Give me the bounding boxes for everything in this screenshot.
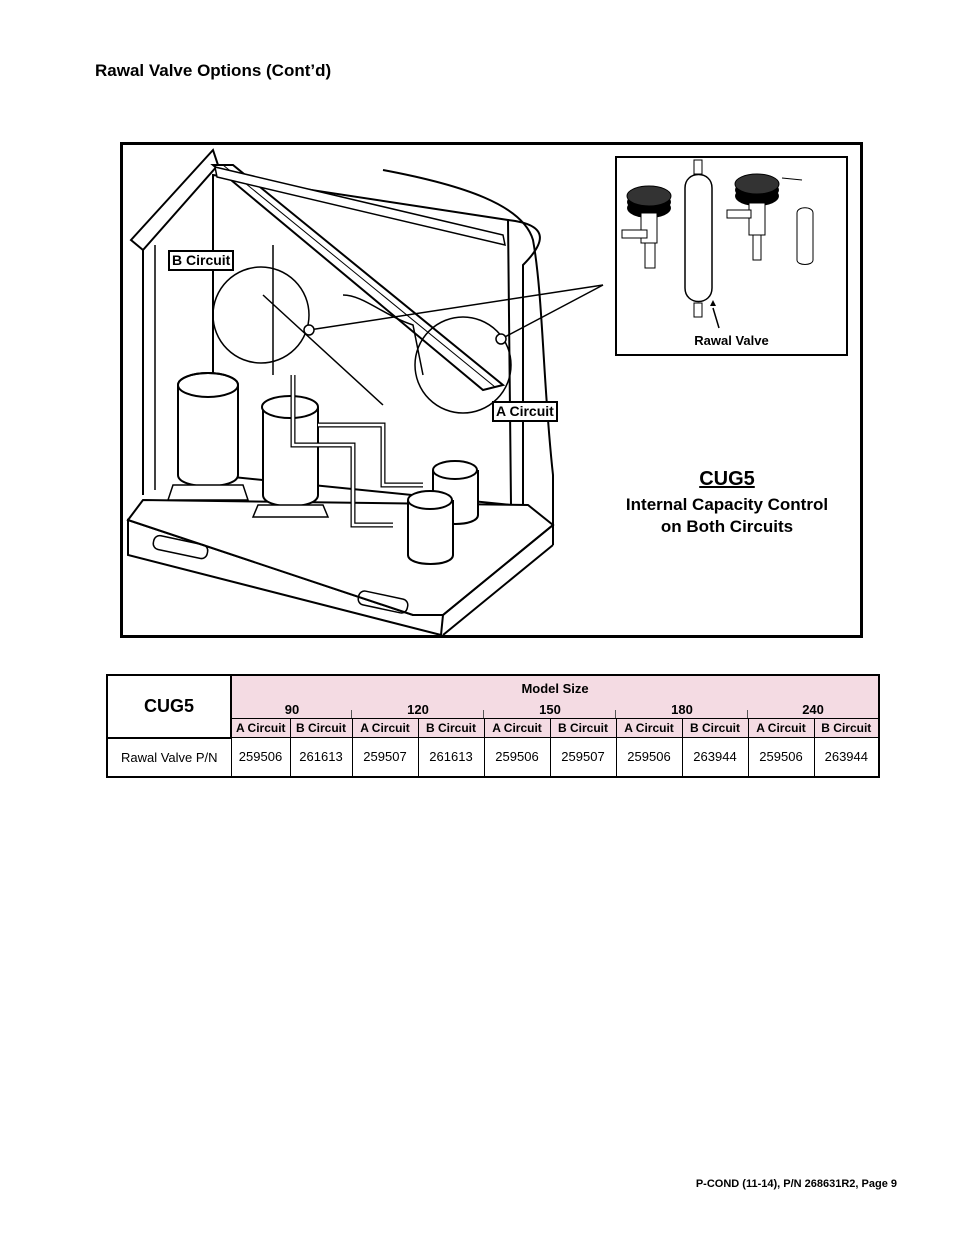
rawal-valve-label: Rawal Valve: [694, 333, 769, 348]
circuit-header: B Circuit: [813, 718, 881, 738]
model-size-header: Model Size: [231, 674, 881, 700]
circuit-header: B Circuit: [549, 718, 617, 738]
part-number-cell: 261613: [289, 737, 353, 778]
part-number-cell: 259506: [230, 737, 291, 778]
size-header: 150: [484, 700, 616, 719]
part-number-cell: 263944: [681, 737, 749, 778]
row-label: Rawal Valve P/N: [106, 736, 232, 778]
a-circuit-callout: A Circuit: [492, 401, 558, 422]
size-header: 120: [352, 700, 484, 719]
b-circuit-callout: B Circuit: [168, 250, 235, 271]
part-number-cell: 263944: [813, 737, 881, 778]
circuit-header: B Circuit: [289, 718, 353, 738]
option-description-line-1: Internal Capacity Control: [625, 495, 829, 514]
circuit-header: A Circuit: [351, 718, 419, 738]
part-number-cell: 259507: [549, 737, 617, 778]
table-option-tag: CUG5: [106, 674, 232, 739]
section-heading: Rawal Valve Options (Cont’d): [95, 61, 332, 80]
part-number-cell: 259506: [483, 737, 551, 778]
size-header: 240: [748, 700, 881, 719]
circuit-header: A Circuit: [483, 718, 551, 738]
page-footer: P-COND (11-14), P/N 268631R2, Page 9: [695, 1178, 897, 1190]
circuit-header: A Circuit: [747, 718, 815, 738]
size-header: 90: [231, 700, 352, 719]
part-number-cell: 259506: [615, 737, 683, 778]
circuit-header: B Circuit: [417, 718, 485, 738]
part-number-cell: 259506: [747, 737, 815, 778]
unit-illustration: B Circuit A Circuit: [120, 142, 863, 638]
option-description-line-2: on Both Circuits: [660, 517, 794, 536]
condenser-unit-drawing: [126, 148, 604, 635]
part-number-cell: 261613: [417, 737, 485, 778]
rawal-valve-drawing: [621, 159, 814, 329]
option-description: Internal Capacity Control on Both Circui…: [599, 494, 855, 538]
circuit-header: A Circuit: [230, 718, 291, 738]
table-row: Rawal Valve P/N 259506 261613 259507 261…: [106, 736, 881, 778]
part-number-cell: 259507: [351, 737, 419, 778]
rawal-valve-part-table: CUG5 Model Size 90 120 150 180 240 A Cir…: [106, 674, 881, 778]
circuit-header: A Circuit: [615, 718, 683, 738]
size-header: 180: [616, 700, 748, 719]
rawal-valve-inset: Rawal Valve: [615, 156, 848, 356]
option-code-title: CUG5: [699, 468, 755, 490]
circuit-header: B Circuit: [681, 718, 749, 738]
